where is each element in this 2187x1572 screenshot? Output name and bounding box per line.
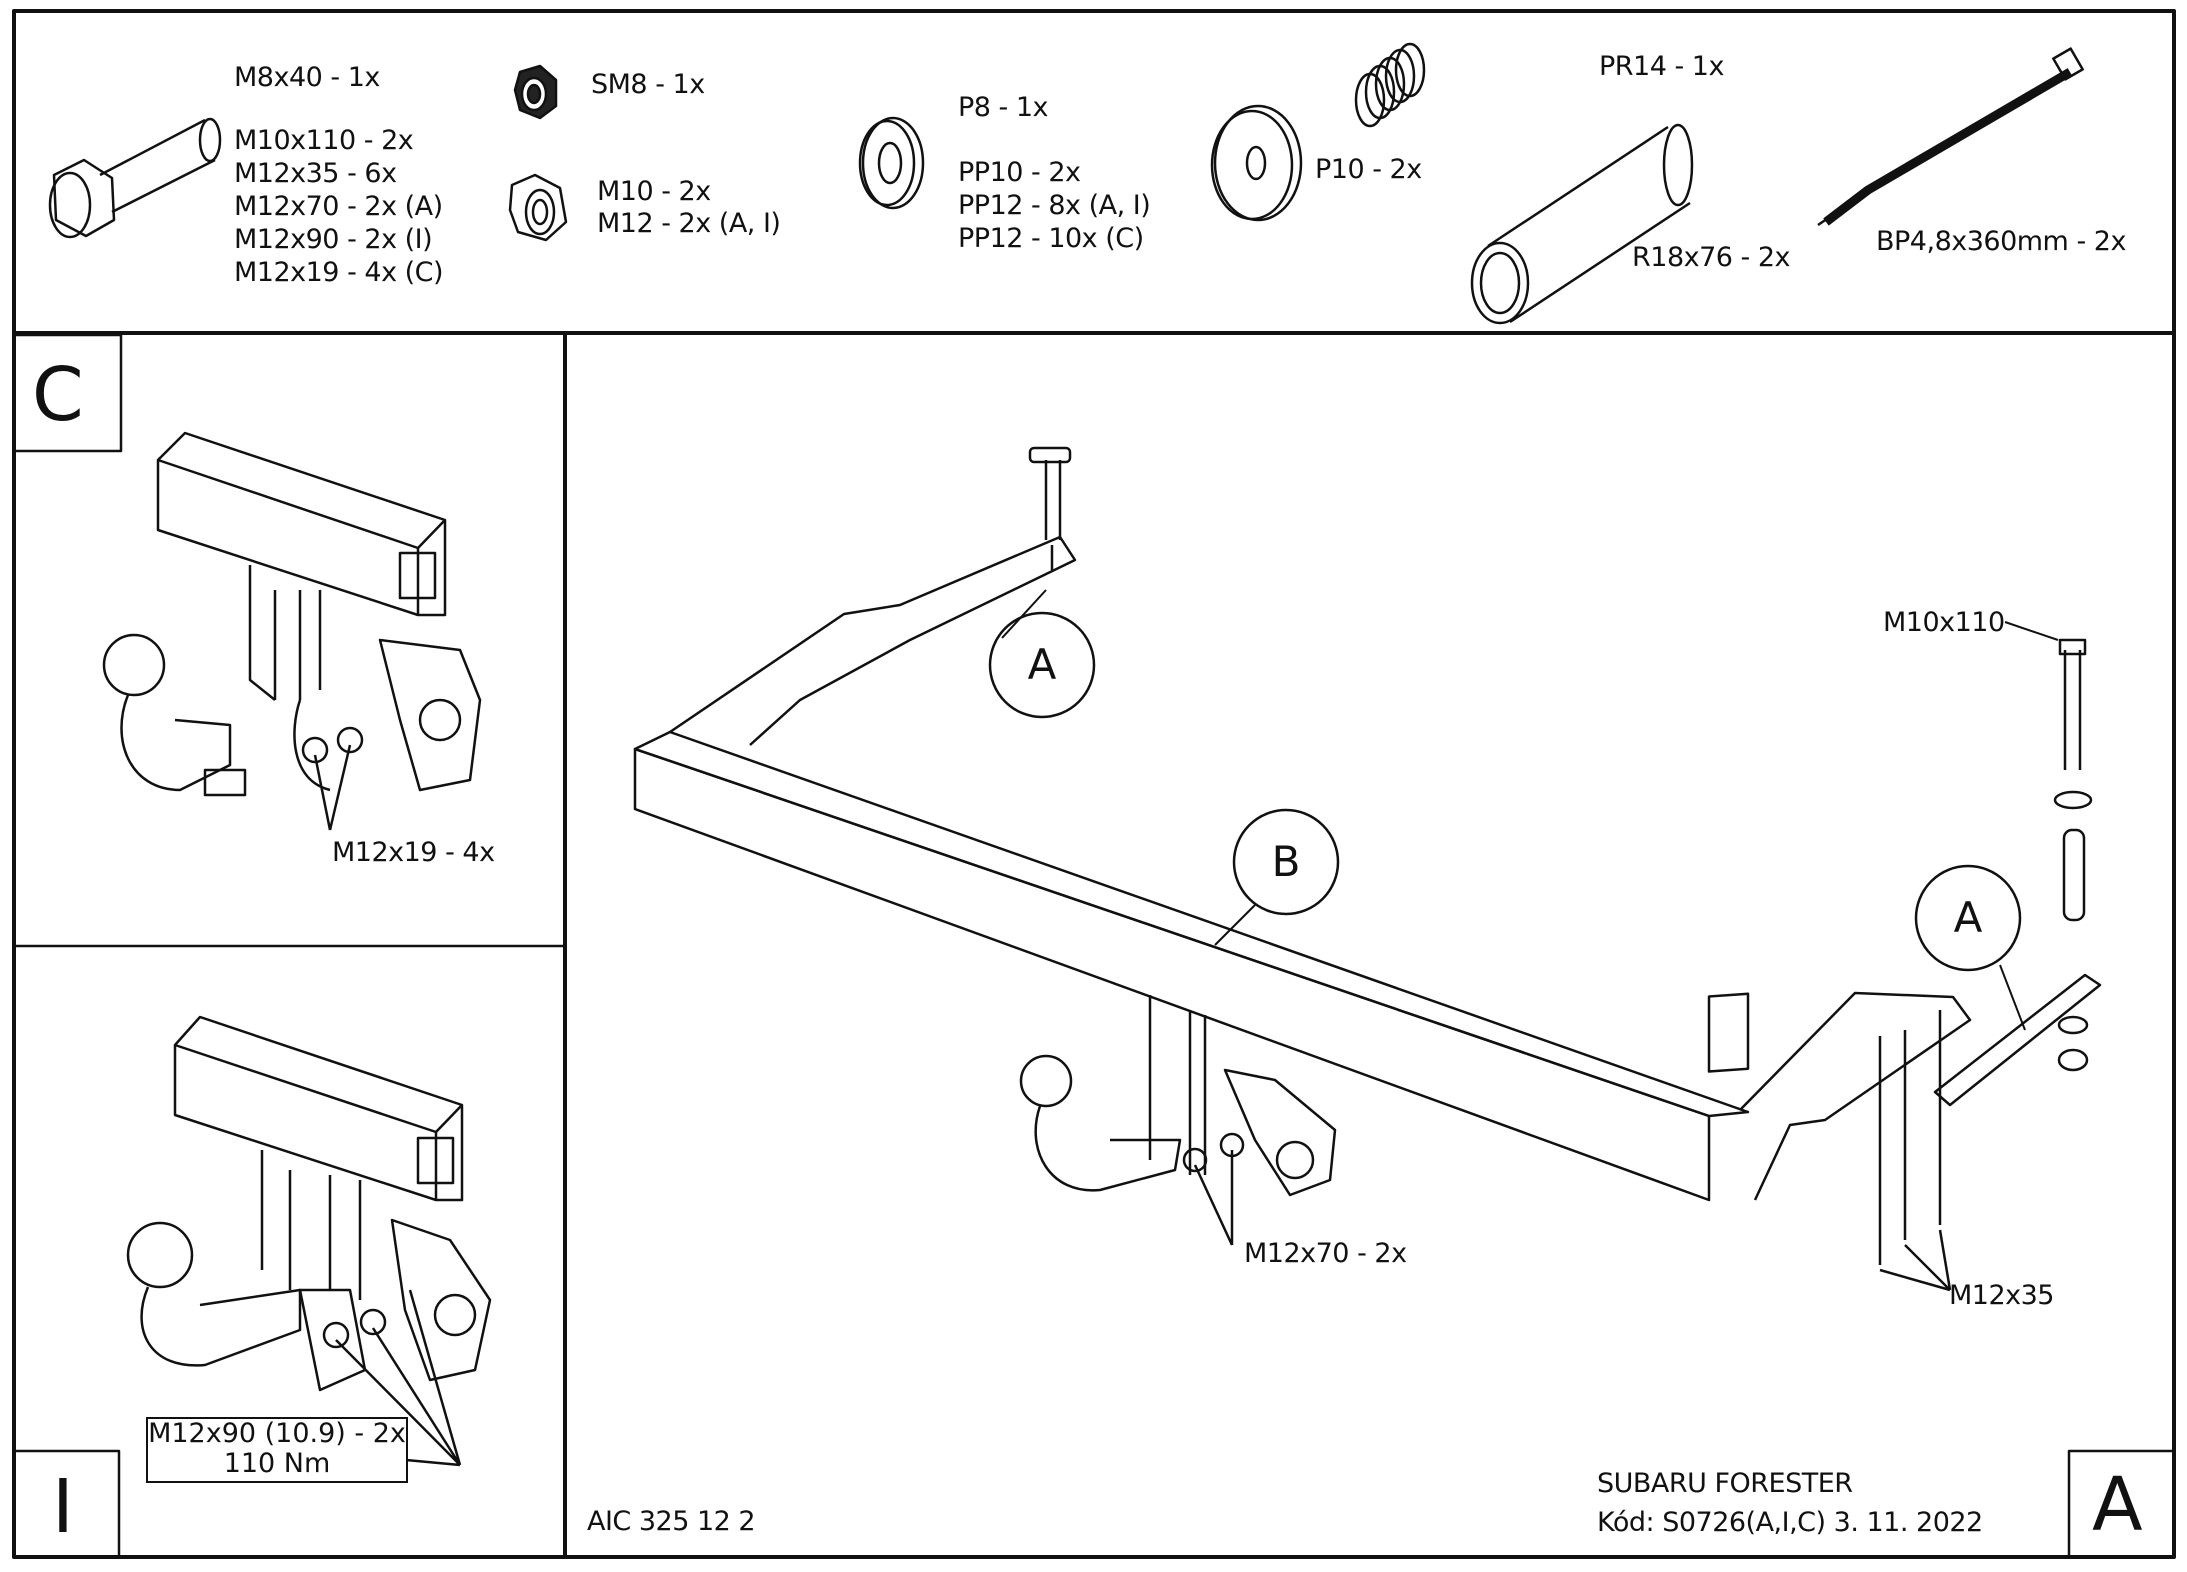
balloon-a-right: A (1953, 893, 1983, 942)
part-label: M10x110 - 2x (234, 125, 414, 156)
callout-m12x35: M12x35 (1949, 1280, 2055, 1311)
vehicle-name: SUBARU FORESTER (1597, 1468, 1853, 1499)
washer-p10-icon (1210, 104, 1303, 222)
towbar-variant-c (102, 431, 482, 831)
nut-m10-m12-icon (508, 173, 568, 242)
nut-sm8-icon (513, 64, 558, 120)
balloon-a-left: A (1027, 640, 1057, 689)
part-label: M12x90 - 2x (I) (234, 224, 433, 255)
part-label-cable-tie: BP4,8x360mm - 2x (1876, 226, 2126, 257)
callout-torque: 110 Nm (223, 1448, 331, 1479)
part-label: M12x35 - 6x (234, 158, 397, 189)
part-label: M12 - 2x (A, I) (597, 208, 781, 239)
panel-c-label: C (32, 352, 84, 438)
panel-i-label: I (52, 1464, 74, 1550)
panel-c-label-box (12, 333, 123, 453)
callout-m12x90-box: M12x90 (10.9) - 2x 110 Nm (146, 1417, 408, 1483)
callout-m12x19: M12x19 - 4x (332, 837, 495, 868)
product-code-date: Kód: S0726(A,I,C) 3. 11. 2022 (1597, 1507, 1983, 1538)
callout-m12x70: M12x70 - 2x (1244, 1238, 1407, 1269)
panel-i-label-box (12, 1449, 121, 1559)
panel-a-label: A (2092, 1462, 2143, 1548)
part-label: PP12 - 10x (C) (958, 223, 1144, 254)
part-label-m8x40: M8x40 - 1x (234, 62, 380, 93)
document-number: AIC 325 12 2 (587, 1506, 756, 1537)
towbar-main-assembly (633, 446, 2102, 1292)
spring-icon (1354, 42, 1426, 128)
callout-m12x90: M12x90 (10.9) - 2x (148, 1418, 406, 1449)
frame (12, 9, 2176, 1559)
part-label: PP10 - 2x (958, 157, 1081, 188)
part-label-p8: P8 - 1x (958, 92, 1049, 123)
part-label-sm8: SM8 - 1x (591, 69, 705, 100)
part-label-pr14: PR14 - 1x (1599, 51, 1724, 82)
part-label: M12x19 - 4x (C) (234, 257, 444, 288)
balloon-b: B (1271, 837, 1301, 886)
washer-p8-icon (858, 116, 925, 210)
part-label: M10 - 2x (597, 176, 711, 207)
towbar-variant-i (126, 1015, 492, 1467)
part-label-r18x76: R18x76 - 2x (1632, 242, 1791, 273)
callout-m10x110: M10x110 (1883, 607, 2005, 638)
cable-tie-icon (1817, 47, 2084, 227)
panel-a-label-box (2067, 1449, 2176, 1559)
part-label: PP12 - 8x (A, I) (958, 190, 1151, 221)
tube-icon (1470, 123, 1694, 325)
hex-bolt-icon (48, 117, 222, 239)
part-label: M12x70 - 2x (A) (234, 191, 443, 222)
part-label-p10: P10 - 2x (1315, 154, 1422, 185)
